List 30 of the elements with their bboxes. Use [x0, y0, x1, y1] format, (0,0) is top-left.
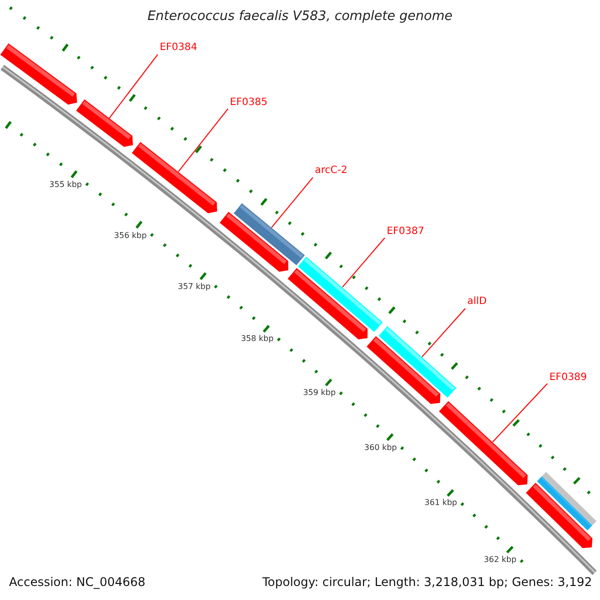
gene-feature-bar [0, 43, 78, 105]
gene-feature-bar [366, 336, 440, 404]
position-label: 362 kbp [484, 554, 516, 565]
position-label: 360 kbp [364, 442, 397, 452]
gene-label: EF0387 [386, 226, 424, 238]
gene-label: EF0384 [160, 42, 198, 54]
leader-line [342, 237, 386, 288]
gene-feature-bar [234, 203, 305, 266]
leader-line [108, 54, 158, 119]
gene-label: allD [467, 296, 487, 308]
position-label: 359 kbp [303, 388, 336, 398]
gene-feature-bar [132, 142, 218, 214]
accession-text: Accession: NC_004668 [9, 575, 146, 590]
position-label: 355 kbp [49, 180, 82, 190]
leader-line [421, 308, 466, 358]
gene-label: arcC-2 [314, 165, 348, 178]
gene-feature-bar [76, 99, 133, 147]
map-title: Enterococcus faecalis V583, complete genome [146, 9, 454, 24]
gene-label: EF0385 [230, 96, 268, 109]
position-label: 361 kbp [424, 498, 458, 508]
position-label: 356 kbp [114, 230, 147, 241]
leader-line [178, 108, 228, 172]
genome-info-text: Topology: circular; Length: 3,218,031 bp; Genes: 3,192 [262, 575, 592, 590]
leader-line [271, 176, 314, 228]
position-label: 358 kbp [240, 334, 274, 344]
gene-label: EF0389 [549, 372, 587, 384]
gene-feature-bar [439, 401, 528, 486]
leader-line [492, 383, 548, 442]
position-label: 357 kbp [178, 282, 211, 292]
gene-feature-bar [288, 268, 368, 340]
